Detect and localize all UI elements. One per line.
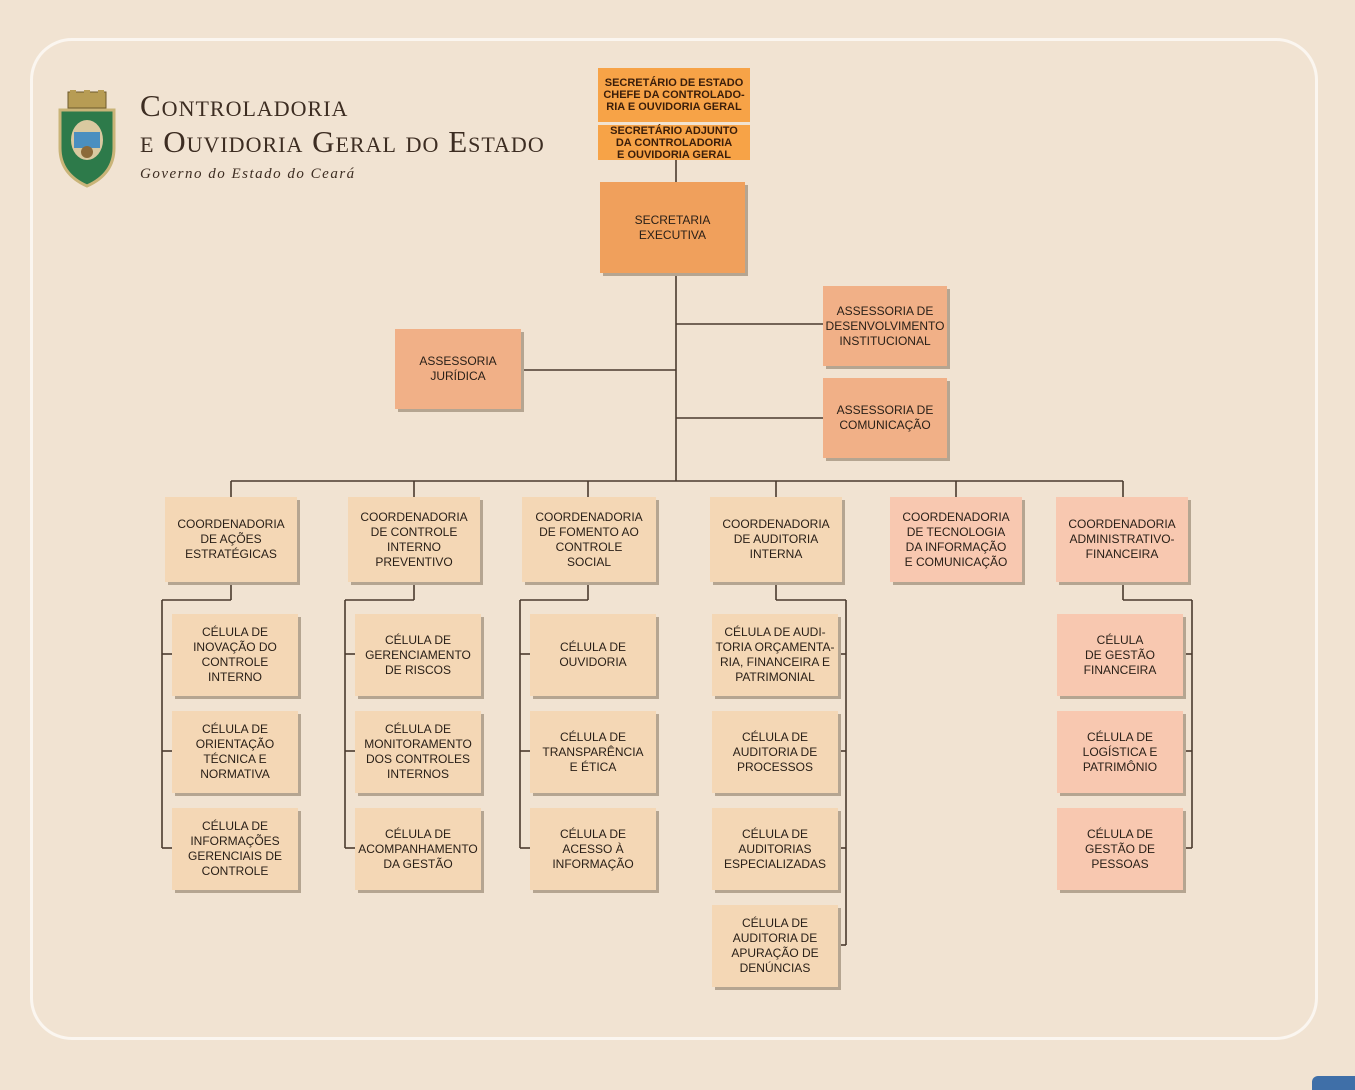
coordenadoria-fomento-controle-social: COORDENADORIA DE FOMENTO AO CONTROLE SOC…	[522, 497, 656, 582]
celula-monitoramento-controles: CÉLULA DE MONITORAMENTO DOS CONTROLES IN…	[355, 711, 481, 793]
org-subtitle: Governo do Estado do Ceará	[140, 166, 356, 182]
celula-ouvidoria: CÉLULA DE OUVIDORIA	[530, 614, 656, 696]
box-secretaria-executiva: SECRETARIA EXECUTIVA	[600, 182, 745, 273]
celula-gestao-pessoas: CÉLULA DE GESTÃO DE PESSOAS	[1057, 808, 1183, 890]
celula-acompanhamento-gestao: CÉLULA DE ACOMPANHAMENTO DA GESTÃO	[355, 808, 481, 890]
coordenadoria-auditoria-interna: COORDENADORIA DE AUDITORIA INTERNA	[710, 497, 842, 582]
celula-acesso-informacao: CÉLULA DE ACESSO À INFORMAÇÃO	[530, 808, 656, 890]
celula-transparencia-etica: CÉLULA DE TRANSPARÊNCIA E ÉTICA	[530, 711, 656, 793]
org-title-line2: e Ouvidoria Geral do Estado	[140, 124, 545, 159]
state-coat-of-arms-icon	[58, 90, 116, 188]
celula-auditoria-processos: CÉLULA DE AUDITORIA DE PROCESSOS	[712, 711, 838, 793]
viewer-corner-button[interactable]	[1312, 1076, 1355, 1090]
box-secretario-adjunto: SECRETÁRIO ADJUNTO DA CONTROLADORIA E OU…	[598, 125, 750, 161]
celula-inovacao-controle-interno: CÉLULA DE INOVAÇÃO DO CONTROLE INTERNO	[172, 614, 298, 696]
chart-panel	[30, 38, 1318, 1040]
box-assessoria-comunicacao: ASSESSORIA DE COMUNICAÇÃO	[823, 378, 947, 458]
box-secretario-estado: SECRETÁRIO DE ESTADO CHEFE DA CONTROLADO…	[598, 68, 750, 122]
celula-logistica-patrimonio: CÉLULA DE LOGÍSTICA E PATRIMÔNIO	[1057, 711, 1183, 793]
box-assessoria-desenvolvimento: ASSESSORIA DE DESENVOLVIMENTO INSTITUCIO…	[823, 286, 947, 366]
celula-auditoria-orcamentaria: CÉLULA DE AUDI- TORIA ORÇAMENTA- RIA, FI…	[712, 614, 838, 696]
celula-apuracao-denuncias: CÉLULA DE AUDITORIA DE APURAÇÃO DE DENÚN…	[712, 905, 838, 987]
celula-auditorias-especializadas: CÉLULA DE AUDITORIAS ESPECIALIZADAS	[712, 808, 838, 890]
box-assessoria-juridica: ASSESSORIA JURÍDICA	[395, 329, 521, 409]
coordenadoria-acoes-estrategicas: COORDENADORIA DE AÇÕES ESTRATÉGICAS	[165, 497, 297, 582]
org-title-line1: Controladoria	[140, 88, 349, 123]
celula-orientacao-tecnica: CÉLULA DE ORIENTAÇÃO TÉCNICA E NORMATIVA	[172, 711, 298, 793]
coordenadoria-tecnologia-informacao: COORDENADORIA DE TECNOLOGIA DA INFORMAÇÃ…	[890, 497, 1022, 582]
celula-gestao-financeira: CÉLULA DE GESTÃO FINANCEIRA	[1057, 614, 1183, 696]
coordenadoria-administrativo-financeira: COORDENADORIA ADMINISTRATIVO- FINANCEIRA	[1056, 497, 1188, 582]
coordenadoria-controle-interno: COORDENADORIA DE CONTROLE INTERNO PREVEN…	[348, 497, 480, 582]
celula-gerenciamento-riscos: CÉLULA DE GERENCIAMENTO DE RISCOS	[355, 614, 481, 696]
celula-informacoes-gerenciais: CÉLULA DE INFORMAÇÕES GERENCIAIS DE CONT…	[172, 808, 298, 890]
